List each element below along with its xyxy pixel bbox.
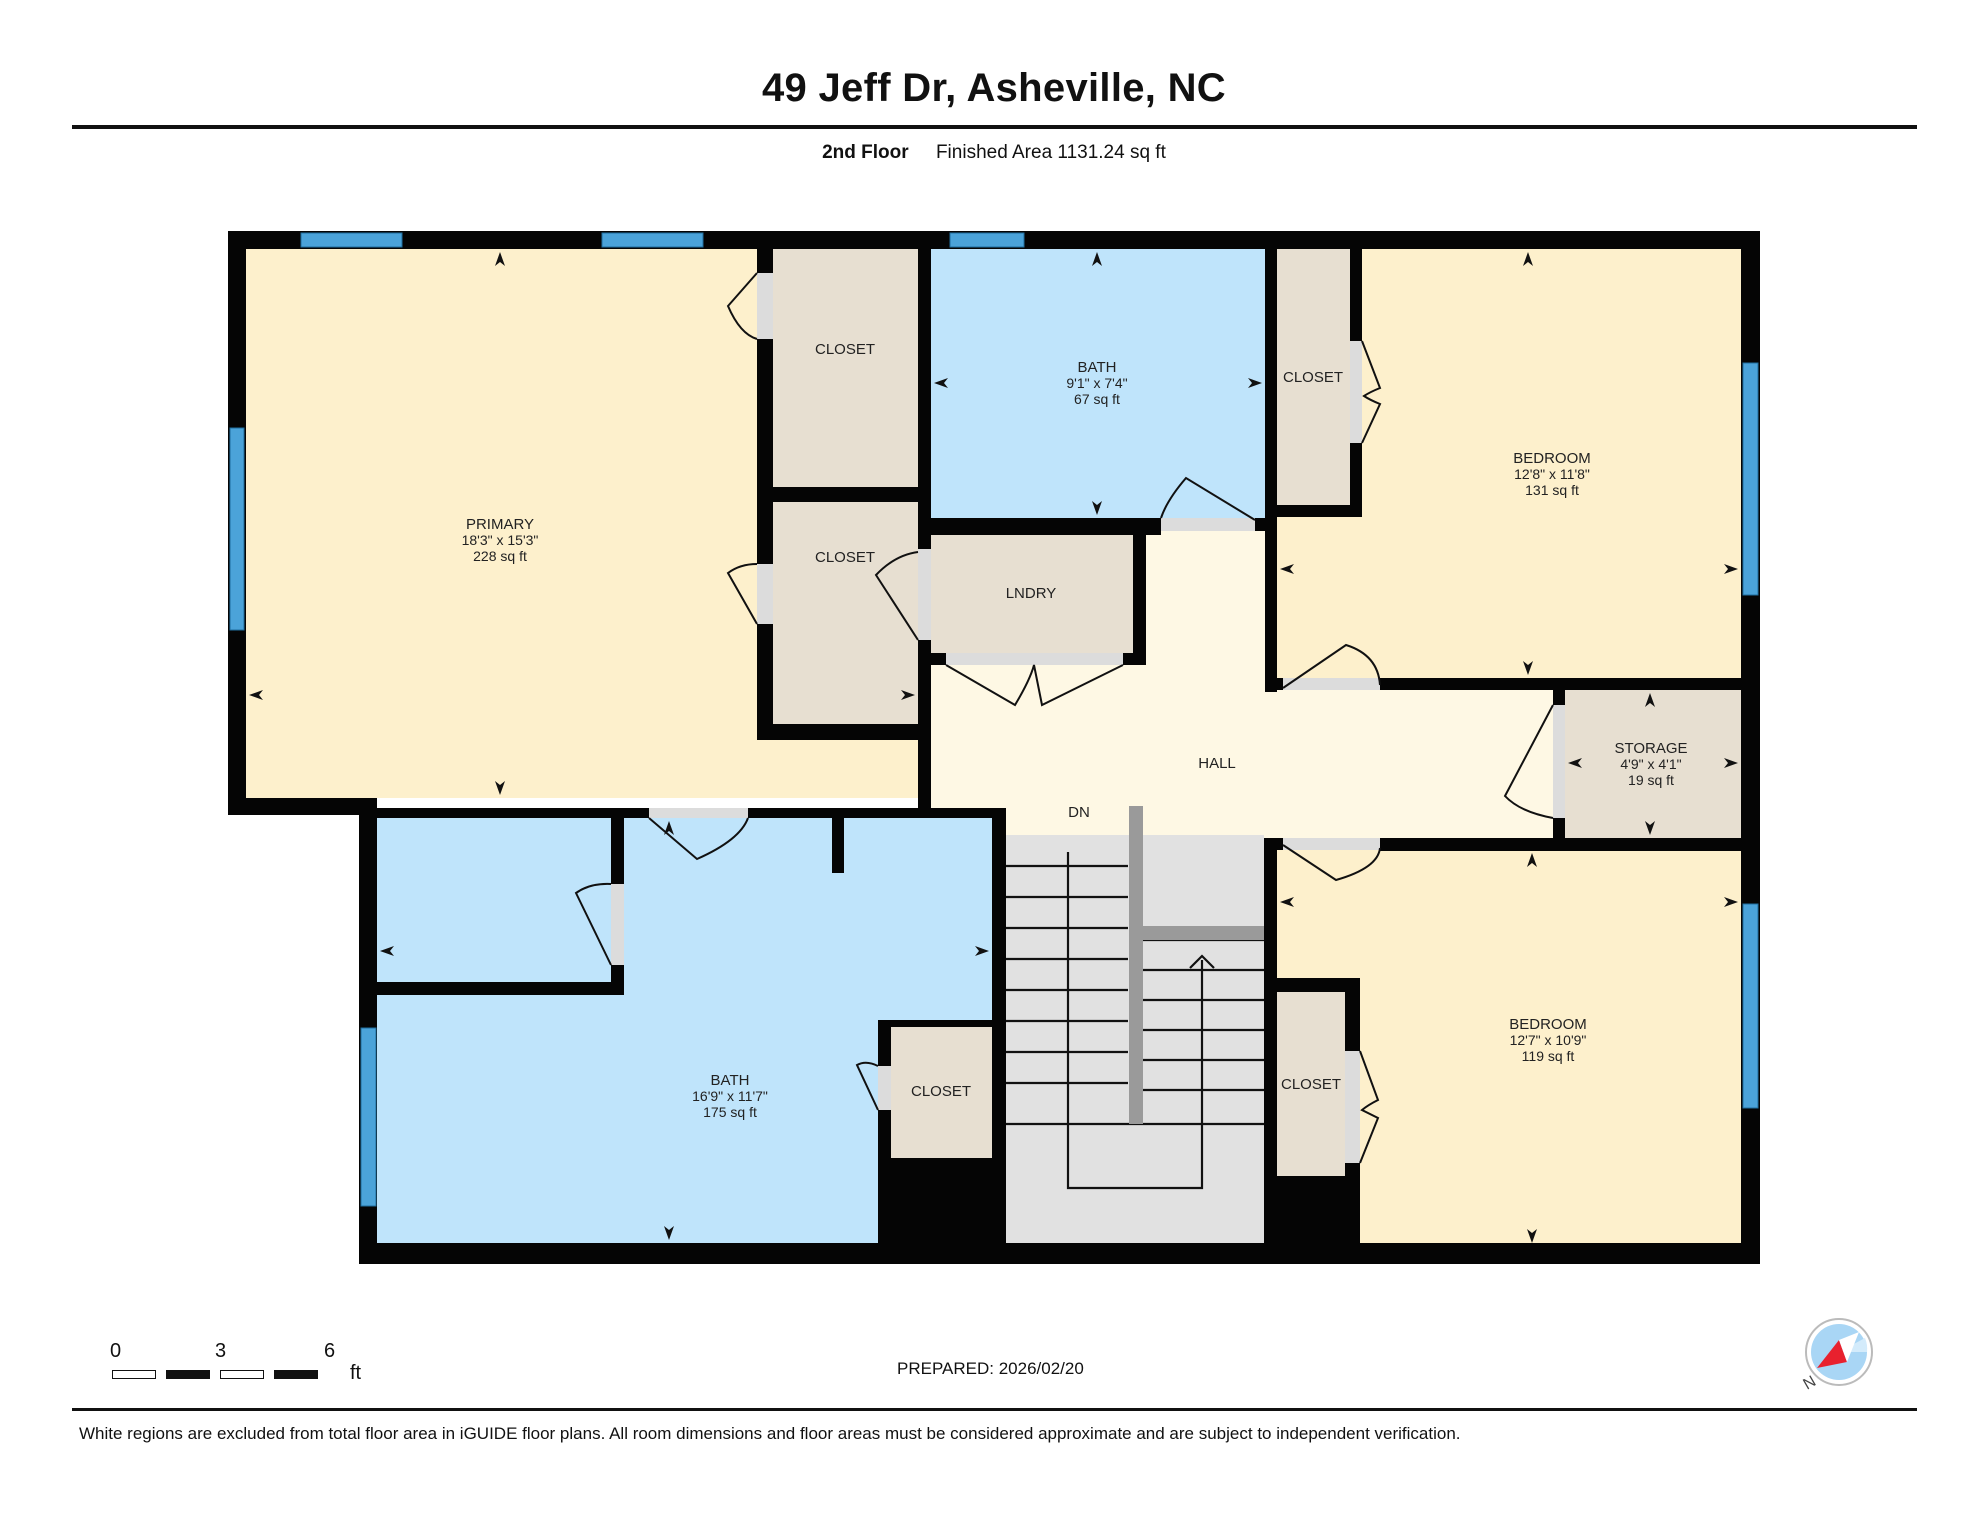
closet-primary-2-name: CLOSET: [815, 549, 875, 566]
floor-subtitle: 2nd Floor Finished Area 1131.24 sq ft: [0, 142, 1988, 164]
closet-bedroom-1-name: CLOSET: [1283, 369, 1343, 386]
property-address-title: 49 Jeff Dr, Asheville, NC: [762, 66, 1226, 110]
room-closet-bedroom-2[interactable]: [1277, 992, 1345, 1176]
window: [1742, 903, 1759, 1109]
dimension-arrows: [249, 252, 1738, 1243]
window: [300, 232, 403, 248]
disclaimer-text: White regions are excluded from total fl…: [79, 1424, 1461, 1443]
bedroom-1-area: 131 sq ft: [1525, 482, 1579, 498]
room-closet-bath[interactable]: [891, 1027, 992, 1158]
bath-lower-name: BATH: [711, 1072, 750, 1089]
room-laundry[interactable]: [931, 535, 1133, 653]
window: [360, 1027, 377, 1207]
bedroom-2-dims: 12'7" x 10'9": [1510, 1032, 1587, 1048]
bedroom-1-name: BEDROOM: [1513, 450, 1591, 467]
finished-area: Finished Area 1131.24 sq ft: [935, 142, 1166, 163]
compass-icon: N: [1801, 1318, 1873, 1393]
scale-bar: 0 3 6 ft: [110, 1340, 370, 1410]
door-openings: [611, 273, 1565, 1163]
bedroom-2-name: BEDROOM: [1509, 1016, 1587, 1033]
bath-upper-dims: 9'1" x 7'4": [1066, 375, 1127, 391]
door-swings: [574, 272, 1554, 1164]
bedroom-2-area: 119 sq ft: [1522, 1048, 1575, 1064]
primary-area: 228 sq ft: [473, 548, 527, 564]
room-closet-primary-2[interactable]: [773, 502, 918, 724]
scale-segment: [220, 1370, 264, 1379]
primary-dims: 18'3" x 15'3": [462, 532, 539, 548]
room-closet-bedroom-1[interactable]: [1277, 249, 1350, 505]
floor-name: 2nd Floor: [822, 142, 909, 163]
window: [601, 232, 704, 248]
windows: [229, 232, 1759, 1207]
hall-name: HALL: [1198, 755, 1236, 772]
room-bedroom-1[interactable]: [1277, 249, 1741, 678]
closet-primary-1-name: CLOSET: [815, 341, 875, 358]
bath-lower-dims: 16'9" x 11'7": [692, 1088, 768, 1104]
primary-name: PRIMARY: [466, 516, 534, 533]
stair-rail-landing: [1129, 926, 1264, 940]
storage-dims: 4'9" x 4'1": [1620, 756, 1681, 772]
header-divider: [72, 125, 1917, 129]
closet-bath-name: CLOSET: [911, 1083, 971, 1100]
bedroom-1-dims: 12'8" x 11'8": [1514, 466, 1590, 482]
bath-lower-area: 175 sq ft: [703, 1104, 757, 1120]
bath-upper-name: BATH: [1078, 359, 1117, 376]
bath-upper-area: 67 sq ft: [1074, 391, 1120, 407]
stairs-down-label: DN: [1068, 804, 1090, 821]
room-closet-primary-1[interactable]: [773, 249, 918, 487]
window: [949, 232, 1025, 248]
scale-segment: [166, 1370, 210, 1379]
laundry-name: LNDRY: [1006, 585, 1057, 602]
window: [229, 427, 245, 631]
scale-tick-6: 6: [324, 1340, 336, 1362]
room-primary[interactable]: [246, 249, 920, 798]
scale-unit: ft: [350, 1362, 362, 1384]
scale-tick-0: 0: [110, 1340, 122, 1362]
scale-segment: [112, 1370, 156, 1379]
storage-name: STORAGE: [1614, 740, 1687, 757]
room-bath-upper[interactable]: [931, 249, 1265, 518]
storage-area: 19 sq ft: [1628, 772, 1674, 788]
room-storage[interactable]: [1565, 690, 1741, 838]
room-bath-lower[interactable]: [377, 818, 992, 1243]
room-labels: PRIMARY 18'3" x 15'3" 228 sq ft CLOSET C…: [462, 341, 1688, 1120]
window: [1742, 362, 1759, 596]
scale-tick-3: 3: [215, 1340, 227, 1362]
footer-divider: [72, 1408, 1917, 1411]
scale-segment: [274, 1370, 318, 1379]
room-bedroom-2[interactable]: [1277, 850, 1741, 1246]
prepared-date: PREPARED: 2026/02/20: [897, 1359, 1084, 1378]
stair-rail: [1129, 806, 1143, 1124]
closet-bedroom-2-name: CLOSET: [1281, 1076, 1341, 1093]
